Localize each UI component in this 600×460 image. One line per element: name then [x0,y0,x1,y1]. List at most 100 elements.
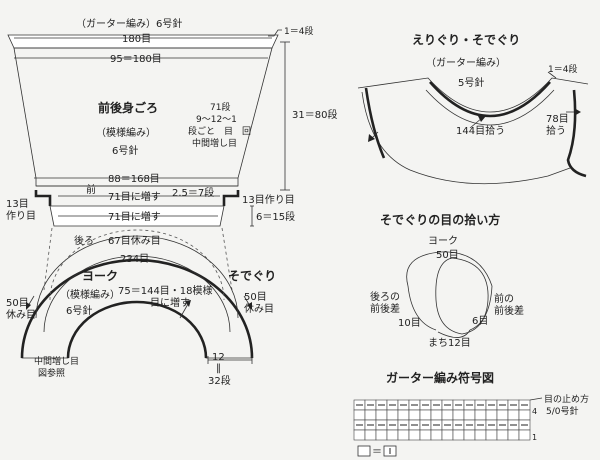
yoke-right-2: 休み目 [244,303,274,315]
chart-cell [441,409,454,421]
chart-cell [364,409,377,421]
pickup-right-count: 6目 [472,316,488,327]
left-cast-on-notch [34,190,52,206]
pickup-back-diff-1: 後ろの [370,290,400,303]
yoke-pickup: 75＝144目・18模様 [118,284,213,297]
sleeve-title: そでぐり [228,269,276,283]
pickup-yoke: ヨーク [428,235,458,247]
body-title: 前後身ごろ [98,100,158,115]
dec-line-2: 9～12～1 [196,115,237,125]
chart-cell [507,429,520,441]
pickup-yoke-count: 50目 [436,250,459,261]
garment-outline [357,77,589,113]
chart-bind-off-needle: 5/0号針 [546,405,579,417]
yoke-title: ヨーク [82,269,118,283]
yoke-dim-bottom: 32段 [208,374,231,387]
inc-front-label: 71目に増す [108,190,161,203]
yoke-right-1: 50目 [244,292,267,303]
neck-rows: 1＝4段 [548,63,577,75]
chart-cell [485,409,498,421]
chart-cell [419,409,432,421]
chart-cell [430,429,443,441]
yoke-back-hold: 67目休み目 [108,235,161,247]
body-pattern: （模様編み） [96,126,156,139]
neck-pick-side-2: 拾う [546,124,566,137]
rows-side-label: 31＝80段 [292,108,337,121]
left-armhole [364,87,386,159]
chart-cell [496,409,509,421]
yoke-mid-2: 図参照 [38,367,65,379]
chart-cell [375,429,388,441]
garter-chart-section: ガーター編み符号図 目の止め方 5/0号針 4 1 ＝ [353,370,589,458]
garter-label: （ガーター編み）6号針 [76,17,182,30]
pickup-front-diff-2: 前後差 [494,304,524,317]
chart-cell [364,429,377,441]
body-section: （ガーター編み）6号針 180目 1＝4段 95＝180目 前後身ごろ （模様編… [6,17,337,227]
chart-cell [408,409,421,421]
chart-cell [430,409,443,421]
chart-cell [353,409,366,421]
pickup-back-diff-2: 前後差 [370,302,400,315]
yoke-left-1: 50目 [6,298,29,309]
yoke-back-label: 後ろ [74,234,94,247]
neck-band [429,81,551,118]
armhole-shape-outer [435,257,489,335]
chart-cell [419,429,432,441]
pickup-front-diff-1: 前の [494,292,514,305]
chart-cell [507,409,520,421]
chart-cell [386,429,399,441]
chart-cell [397,429,410,441]
top-width-label: 180目 [122,34,151,45]
chart-bind-off: 目の止め方 [544,393,589,405]
main-width-label: 95＝180目 [110,54,162,65]
chart-cell [452,409,465,421]
pickup-title: そでぐりの目の拾い方 [380,212,500,227]
pickup-left-count: 10目 [398,318,421,329]
yoke-band [21,259,253,359]
inc-back-label: 71目に増す [108,210,161,223]
yoke-inc: 目に増す [150,296,190,309]
yoke-section: 後ろ 67目休み目 234目 ヨーク そでぐり （模様編み） 75＝144目・1… [6,227,276,387]
chart-cell [452,429,465,441]
inc-rows-label: 2.5＝7段 [172,186,214,199]
chart-row-bottom: 1 [532,433,537,442]
chart-cell [474,429,487,441]
chart-cell [441,429,454,441]
cast-left-1: 13目 [6,199,29,210]
chart-cell [375,409,388,421]
legend-eq: ＝ [372,447,382,458]
yoke-mid-1: 中間増し目 [34,355,79,367]
dec-line-1: 71段 [210,101,230,113]
chart-cell [518,409,531,421]
chart-cell [463,429,476,441]
neck-pick-center: 144目拾う [456,124,505,137]
yoke-needle: 6号針 [66,304,92,317]
yoke-left-2: 休み目 [6,309,36,321]
chart-cell [474,409,487,421]
rows-bottom-label: 6＝15段 [256,210,295,223]
yoke-pattern: （模様編み） [60,288,120,301]
legend-empty-cell [357,445,371,457]
chart-cell [386,409,399,421]
chart-cell [518,429,531,441]
garter-chart-grid [353,399,531,441]
yoke-dim-eq: ‖ [216,363,221,374]
armhole-band [566,89,587,178]
neck-title: えりぐり・そでぐり [412,33,520,47]
neck-pick-side-1: 78目 [546,114,569,125]
body-side-curve [361,91,571,185]
right-cast-on-notch [222,190,240,206]
chart-cell [485,429,498,441]
yoke-dim-top: 12 [212,352,225,363]
dec-line-3: 段ごと 目 回 [188,125,251,137]
body-needle: 6号針 [112,144,138,157]
chart-cell [408,429,421,441]
front-label: 前 [86,183,96,196]
cast-right-label: 13目作り目 [242,194,295,206]
bottom-width-label: 88＝168目 [108,174,160,185]
neck-garter: （ガーター編み） [426,56,506,69]
chart-title: ガーター編み符号図 [386,370,494,385]
rows-top-label: 1＝4段 [284,25,313,37]
neck-section: えりぐり・そでぐり （ガーター編み） 5号針 1＝4段 144目拾う 78目 拾… [357,33,589,185]
